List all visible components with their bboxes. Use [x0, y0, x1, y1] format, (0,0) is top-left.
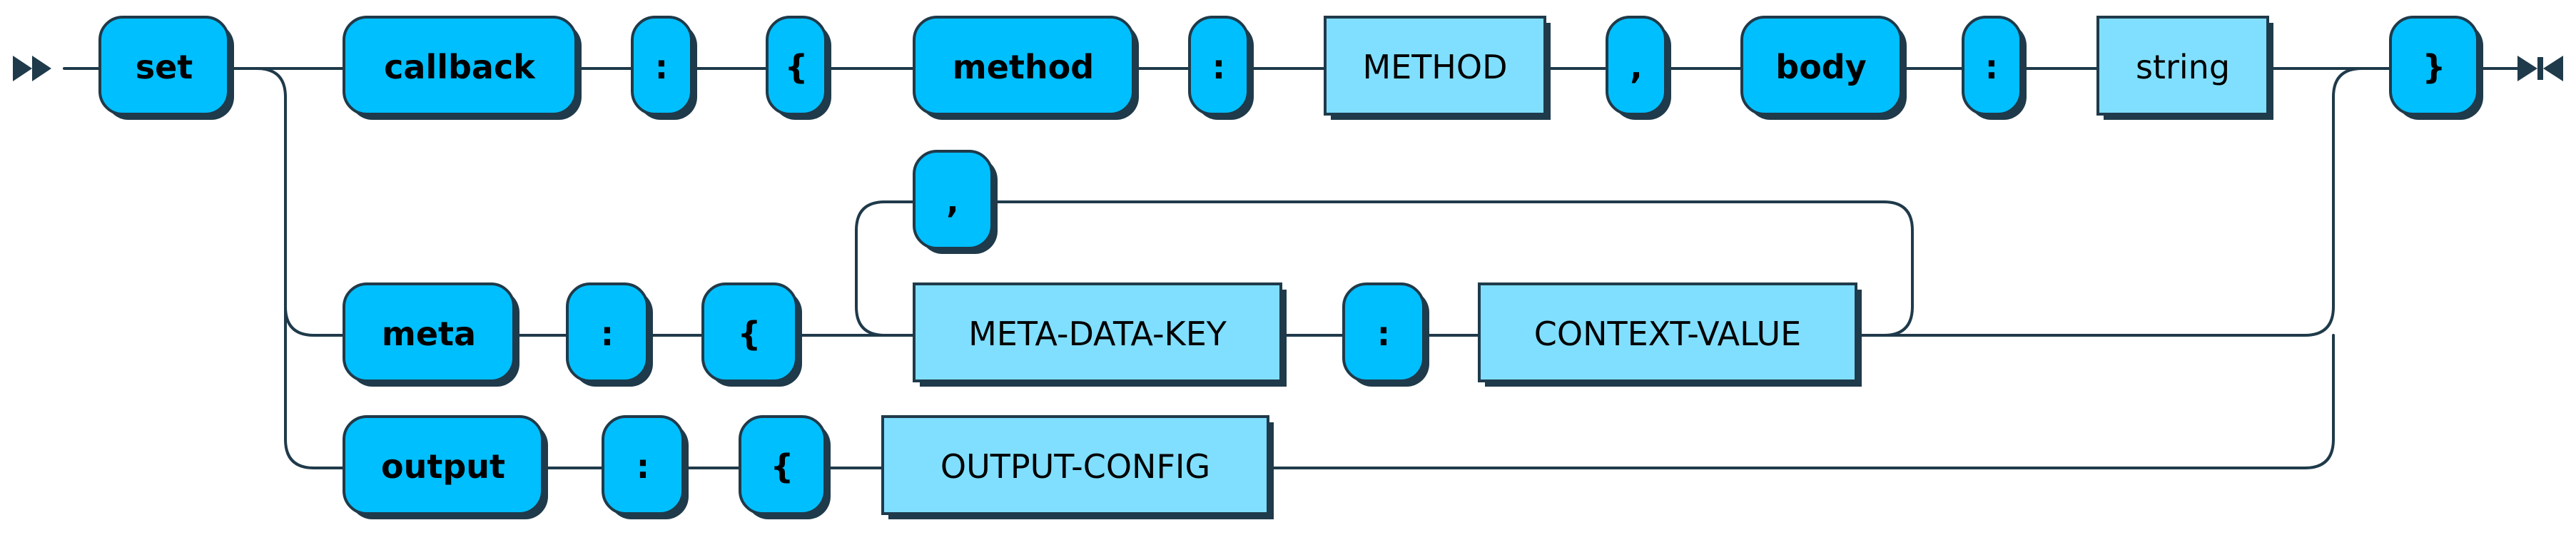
nonterminal-meta-data-key-label: META-DATA-KEY: [968, 315, 1227, 353]
nonterminal-method-label: METHOD: [1362, 48, 1507, 86]
terminal-colon-4: :: [566, 282, 653, 387]
nonterminal-context-value-label: CONTEXT-VALUE: [1534, 315, 1801, 353]
nonterminal-output-config: OUTPUT-CONFIG: [881, 415, 1274, 519]
nonterminal-string: string: [2096, 16, 2273, 120]
terminal-body: body: [1740, 16, 1907, 120]
nonterminal-method: METHOD: [1324, 16, 1551, 120]
terminal-colon-label: :: [1377, 315, 1390, 353]
nonterminal-context-value: CONTEXT-VALUE: [1478, 282, 1862, 387]
terminal-open-brace-label: {: [738, 315, 761, 353]
terminal-body-label: body: [1775, 48, 1866, 86]
terminal-comma-label: ,: [946, 182, 958, 220]
end-marker-icon: [2517, 56, 2563, 81]
terminal-colon-label: :: [601, 315, 614, 353]
terminal-open-brace-label: {: [785, 48, 808, 86]
terminal-open-brace-2: {: [701, 282, 802, 387]
terminal-colon-label: :: [1985, 48, 1998, 86]
terminal-open-brace-label: {: [771, 447, 794, 486]
terminal-colon-5: :: [1342, 282, 1429, 387]
terminal-open-brace-1: {: [766, 16, 831, 120]
terminal-colon-label: :: [1212, 48, 1225, 86]
terminal-close-brace-label: }: [2423, 48, 2446, 86]
terminal-output-label: output: [381, 447, 505, 486]
terminal-comma-1: ,: [1606, 16, 1671, 120]
terminal-open-brace-3: {: [739, 415, 831, 519]
connector-lines: [63, 67, 2519, 469]
terminal-close-brace: }: [2389, 16, 2483, 120]
terminal-method-label: method: [953, 48, 1094, 86]
nonterminal-string-label: string: [2136, 48, 2230, 86]
nonterminal-meta-data-key: META-DATA-KEY: [913, 282, 1287, 387]
terminal-meta: meta: [343, 282, 519, 387]
terminal-callback: callback: [343, 16, 582, 120]
terminal-colon-label: :: [637, 447, 649, 486]
terminal-comma-2: ,: [913, 150, 998, 254]
terminal-colon-1: :: [631, 16, 697, 120]
terminal-colon-label: :: [655, 48, 668, 86]
terminal-colon-6: :: [602, 415, 689, 519]
terminal-method: method: [913, 16, 1139, 120]
terminal-set: set: [98, 16, 234, 120]
terminal-set-label: set: [136, 48, 193, 86]
terminal-callback-label: callback: [384, 48, 536, 86]
start-marker-icon: [13, 56, 51, 81]
terminal-output: output: [343, 415, 548, 519]
terminal-comma-label: ,: [1630, 48, 1642, 86]
terminal-colon-2: :: [1188, 16, 1254, 120]
terminal-meta-label: meta: [382, 315, 476, 353]
terminal-colon-3: :: [1962, 16, 2027, 120]
nonterminal-output-config-label: OUTPUT-CONFIG: [940, 447, 1210, 486]
